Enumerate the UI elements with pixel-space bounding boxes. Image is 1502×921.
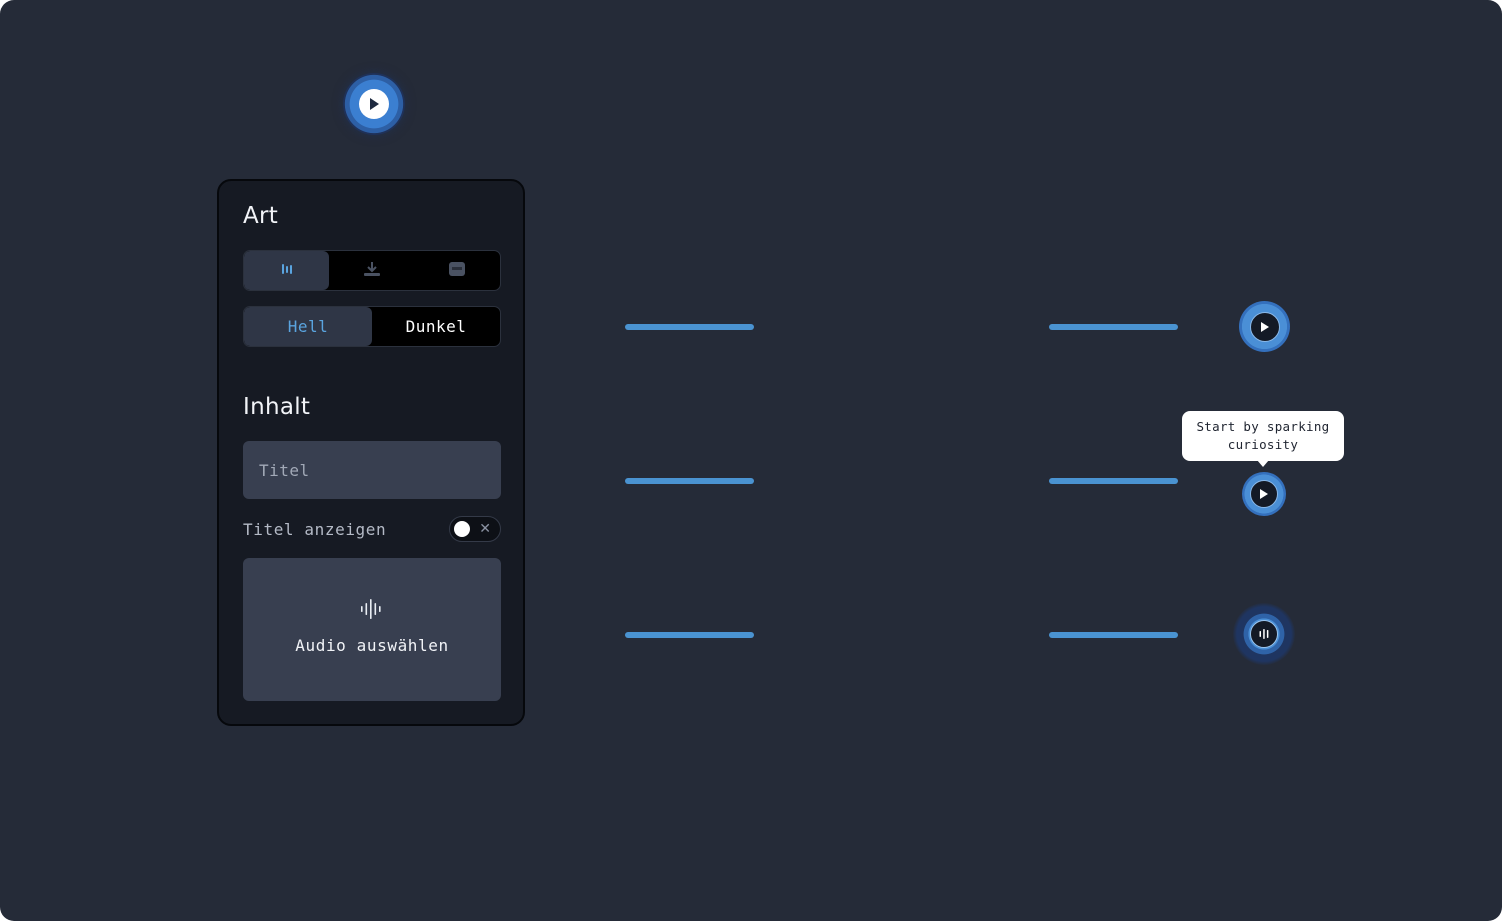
audio-waveform-icon [280, 261, 294, 280]
play-icon [1249, 311, 1280, 342]
type-option-card[interactable] [415, 251, 500, 290]
section-title-content: Inhalt [243, 394, 311, 420]
theme-option-label: Dunkel [405, 317, 467, 336]
audio-waveform-icon [360, 598, 384, 624]
title-input-placeholder: Titel [259, 460, 310, 480]
connector-line [625, 632, 754, 638]
connector-line [625, 478, 754, 484]
theme-option-light[interactable]: Hell [244, 307, 372, 346]
settings-panel: Art Hell Dunkel [217, 179, 525, 726]
tooltip-arrow [1257, 460, 1269, 467]
audio-select-label: Audio auswählen [295, 636, 449, 655]
audio-button-playing[interactable] [1233, 603, 1295, 665]
type-selector [243, 250, 501, 291]
audio-waveform-icon [1250, 620, 1278, 648]
play-button-hover[interactable] [1242, 472, 1286, 516]
toggle-knob [454, 521, 470, 537]
connector-line [1049, 478, 1178, 484]
audio-select-button[interactable]: Audio auswählen [243, 558, 501, 701]
theme-selector: Hell Dunkel [243, 306, 501, 347]
connector-line [1049, 324, 1178, 330]
download-icon [362, 261, 382, 281]
theme-option-dark[interactable]: Dunkel [372, 307, 500, 346]
connector-line [1049, 632, 1178, 638]
type-option-download[interactable] [329, 251, 414, 290]
show-title-toggle[interactable]: ✕ [449, 516, 501, 542]
tooltip: Start by sparking curiosity [1182, 411, 1344, 461]
card-icon [448, 261, 466, 281]
play-icon [359, 89, 389, 119]
section-title-art: Art [243, 203, 279, 229]
play-icon [1250, 480, 1278, 508]
theme-option-label: Hell [287, 317, 329, 336]
top-play-button[interactable] [343, 73, 405, 135]
show-title-label: Titel anzeigen [243, 519, 387, 539]
play-button-default[interactable] [1239, 301, 1290, 352]
close-icon: ✕ [479, 521, 491, 537]
connector-line [625, 324, 754, 330]
show-title-row: Titel anzeigen ✕ [243, 515, 501, 543]
title-input[interactable]: Titel [243, 441, 501, 499]
type-option-audio[interactable] [244, 251, 330, 290]
